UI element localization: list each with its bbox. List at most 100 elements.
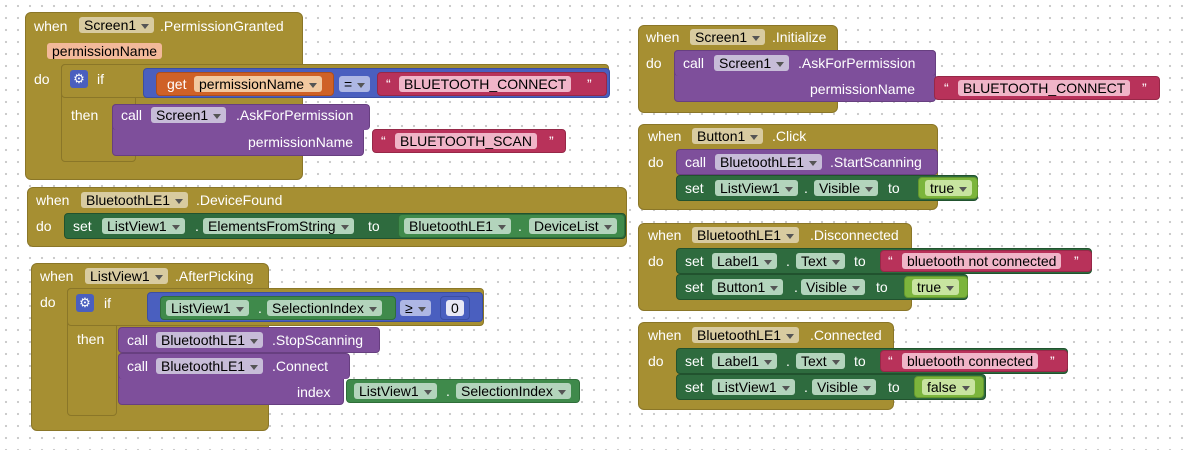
to-keyword: to bbox=[854, 253, 866, 269]
arg-label: permissionName bbox=[810, 81, 916, 97]
call-keyword: call bbox=[685, 154, 707, 170]
method-name: .AskForPermission bbox=[798, 55, 916, 71]
set-property-dropdown[interactable]: Visible bbox=[801, 279, 865, 295]
number-value[interactable]: 0 bbox=[446, 300, 464, 316]
call-keyword: call bbox=[121, 107, 143, 123]
set-component-dropdown[interactable]: Label1 bbox=[712, 353, 778, 369]
set-property-dropdown[interactable]: ElementsFromString bbox=[203, 218, 354, 234]
gear-icon[interactable]: ⚙ bbox=[70, 70, 88, 88]
close-quote: ” bbox=[1050, 353, 1055, 369]
to-keyword: to bbox=[876, 279, 888, 295]
event-name: .Connected bbox=[810, 327, 882, 343]
set-component-dropdown[interactable]: Button1 bbox=[712, 279, 784, 295]
boolean-dropdown[interactable]: false bbox=[922, 379, 975, 395]
component-dropdown[interactable]: BluetoothLE1 bbox=[81, 192, 189, 208]
event-name: .PermissionGranted bbox=[160, 18, 284, 34]
call-keyword: call bbox=[683, 55, 705, 71]
boolean-dropdown[interactable]: true bbox=[925, 180, 973, 196]
close-quote: ” bbox=[549, 133, 554, 149]
getter-component-dropdown[interactable]: BluetoothLE1 bbox=[404, 218, 512, 234]
call-component-dropdown[interactable]: Screen1 bbox=[714, 55, 790, 71]
if-keyword: if bbox=[97, 71, 104, 87]
if-keyword: if bbox=[104, 295, 111, 311]
string-value[interactable]: bluetooth not connected bbox=[902, 253, 1062, 269]
call-component-dropdown[interactable]: Screen1 bbox=[151, 107, 227, 123]
call-keyword: call bbox=[127, 358, 149, 374]
arg-component-dropdown[interactable]: ListView1 bbox=[354, 383, 437, 399]
arg-string-value[interactable]: BLUETOOTH_CONNECT bbox=[958, 80, 1131, 96]
component-dropdown[interactable]: BluetoothLE1 bbox=[692, 227, 800, 243]
open-quote: “ bbox=[386, 76, 391, 92]
dot: . bbox=[195, 218, 199, 234]
dot: . bbox=[804, 180, 808, 196]
do-keyword: do bbox=[36, 218, 52, 234]
getter-property-dropdown[interactable]: SelectionIndex bbox=[267, 300, 382, 316]
dot: . bbox=[794, 279, 798, 295]
gear-icon[interactable]: ⚙ bbox=[76, 294, 94, 312]
do-keyword: do bbox=[40, 294, 56, 310]
component-dropdown[interactable]: Screen1 bbox=[79, 17, 155, 33]
to-keyword: to bbox=[888, 180, 900, 196]
event-name: .Disconnected bbox=[810, 227, 899, 243]
set-property-dropdown[interactable]: Visible bbox=[814, 180, 878, 196]
operator-dropdown[interactable]: = bbox=[339, 76, 371, 92]
call-component-dropdown[interactable]: BluetoothLE1 bbox=[156, 358, 264, 374]
call-component-dropdown[interactable]: BluetoothLE1 bbox=[156, 332, 264, 348]
boolean-dropdown[interactable]: true bbox=[912, 279, 960, 295]
event-name: .Initialize bbox=[772, 29, 827, 45]
close-quote: ” bbox=[1142, 80, 1147, 96]
getter-component-dropdown[interactable]: ListView1 bbox=[166, 300, 249, 316]
close-quote: ” bbox=[587, 76, 592, 92]
method-name: .Connect bbox=[272, 358, 329, 374]
to-keyword: to bbox=[368, 218, 380, 234]
do-keyword: do bbox=[648, 353, 664, 369]
set-property-dropdown[interactable]: Visible bbox=[812, 379, 876, 395]
dot: . bbox=[786, 353, 790, 369]
when-keyword: when bbox=[648, 128, 682, 144]
to-keyword: to bbox=[888, 379, 900, 395]
event-name: .AfterPicking bbox=[175, 268, 254, 284]
set-component-dropdown[interactable]: ListView1 bbox=[102, 218, 185, 234]
arg-property-dropdown[interactable]: SelectionIndex bbox=[456, 383, 571, 399]
arg-string-value[interactable]: BLUETOOTH_SCAN bbox=[395, 133, 537, 149]
dot: . bbox=[258, 300, 262, 316]
dot: . bbox=[446, 383, 450, 399]
set-component-dropdown[interactable]: ListView1 bbox=[715, 180, 798, 196]
event-name: .Click bbox=[772, 128, 807, 144]
set-property-dropdown[interactable]: Text bbox=[796, 353, 845, 369]
dot: . bbox=[518, 218, 522, 234]
then-keyword: then bbox=[77, 331, 105, 347]
set-keyword: set bbox=[685, 180, 704, 196]
open-quote: “ bbox=[888, 353, 893, 369]
variable-dropdown[interactable]: permissionName bbox=[194, 76, 323, 92]
dot: . bbox=[804, 379, 808, 395]
event-name: .DeviceFound bbox=[196, 192, 283, 208]
when-keyword: when bbox=[40, 268, 74, 284]
string-value[interactable]: bluetooth connected bbox=[902, 353, 1039, 369]
getter-property-dropdown[interactable]: DeviceList bbox=[529, 218, 617, 234]
then-keyword: then bbox=[71, 107, 99, 123]
set-property-dropdown[interactable]: Text bbox=[796, 253, 845, 269]
open-quote: “ bbox=[944, 80, 949, 96]
do-keyword: do bbox=[646, 55, 662, 71]
method-name: .AskForPermission bbox=[236, 107, 354, 123]
call-component-dropdown[interactable]: BluetoothLE1 bbox=[715, 154, 823, 170]
component-dropdown[interactable]: Screen1 bbox=[690, 29, 766, 45]
do-keyword: do bbox=[34, 71, 50, 87]
open-quote: “ bbox=[381, 133, 386, 149]
event-param[interactable]: permissionName bbox=[47, 43, 163, 59]
string-value[interactable]: BLUETOOTH_CONNECT bbox=[399, 76, 572, 92]
set-component-dropdown[interactable]: ListView1 bbox=[712, 379, 795, 395]
component-dropdown[interactable]: Button1 bbox=[692, 128, 764, 144]
component-dropdown[interactable]: ListView1 bbox=[85, 268, 168, 284]
method-name: .StartScanning bbox=[830, 154, 922, 170]
method-name: .StopScanning bbox=[272, 332, 364, 348]
arg-label: permissionName bbox=[248, 134, 354, 150]
set-keyword: set bbox=[73, 218, 92, 234]
operator-dropdown[interactable]: ≥ bbox=[400, 300, 431, 316]
set-keyword: set bbox=[685, 353, 704, 369]
when-keyword: when bbox=[34, 18, 68, 34]
set-component-dropdown[interactable]: Label1 bbox=[712, 253, 778, 269]
component-dropdown[interactable]: BluetoothLE1 bbox=[692, 327, 800, 343]
when-keyword: when bbox=[648, 227, 682, 243]
